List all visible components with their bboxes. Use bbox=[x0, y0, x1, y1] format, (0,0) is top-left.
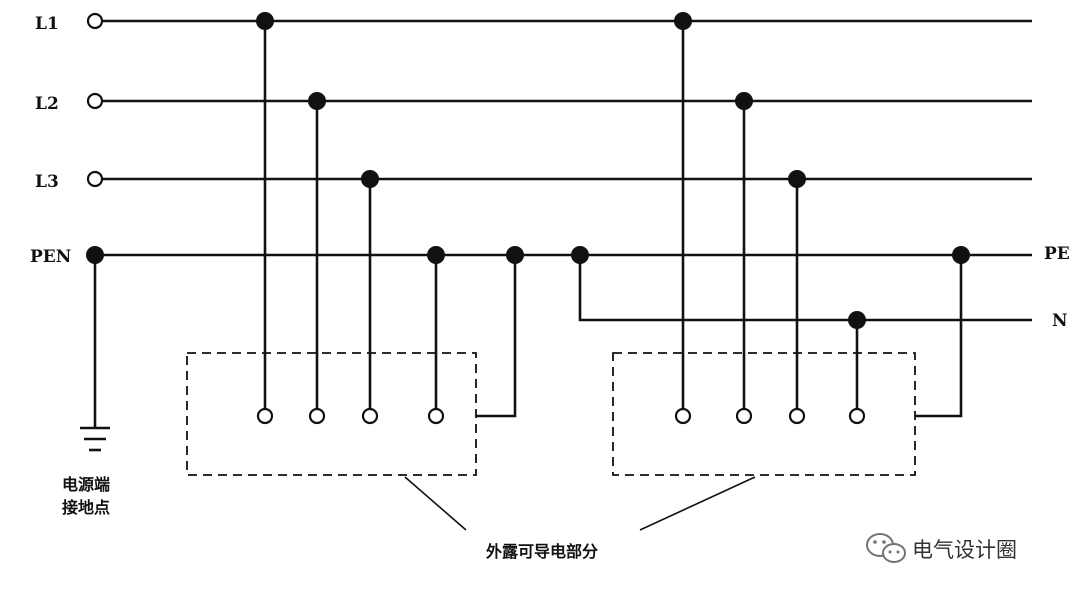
junction-eq1-l3 bbox=[361, 170, 379, 188]
junction-pen-split bbox=[571, 246, 589, 264]
source-terminal-l1 bbox=[86, 12, 104, 30]
leader-line-1 bbox=[404, 476, 467, 531]
conductor-n bbox=[578, 255, 1032, 322]
label-l1: L1 bbox=[35, 14, 59, 34]
equipment-2-connections bbox=[681, 21, 963, 418]
label-l3: L3 bbox=[35, 172, 59, 192]
junction-eq2-l3 bbox=[788, 170, 806, 188]
equipment-enclosure-1 bbox=[186, 352, 477, 476]
junction-eq1-l2 bbox=[308, 92, 326, 110]
leader-line-2 bbox=[639, 476, 756, 531]
terminal-eq2-n bbox=[848, 407, 866, 425]
junction-eq2-l1 bbox=[674, 12, 692, 30]
terminal-eq1-l1 bbox=[256, 407, 274, 425]
ground-label-line1: 电源端 bbox=[62, 475, 110, 494]
equipment-1-connections bbox=[263, 21, 517, 418]
junction-eq1-l1 bbox=[256, 12, 274, 30]
junction-eq1-enclosure-pen bbox=[506, 246, 524, 264]
source-terminal-l3 bbox=[86, 170, 104, 188]
ground-label-line2: 接地点 bbox=[62, 498, 110, 517]
equipment-enclosure-2 bbox=[612, 352, 916, 476]
label-n: N bbox=[1052, 311, 1068, 331]
source-terminal-l2 bbox=[86, 92, 104, 110]
watermark-text: 电气设计圈 bbox=[912, 538, 1017, 562]
label-pen: PEN bbox=[30, 247, 71, 267]
junction-eq2-l2 bbox=[735, 92, 753, 110]
ground-symbol-icon bbox=[80, 426, 110, 452]
label-l2: L2 bbox=[35, 94, 59, 114]
terminal-eq1-l3 bbox=[361, 407, 379, 425]
wechat-icon bbox=[866, 533, 906, 563]
junction-eq1-pen bbox=[427, 246, 445, 264]
junction-eq2-pe bbox=[952, 246, 970, 264]
terminal-eq2-l2 bbox=[735, 407, 753, 425]
terminal-eq2-l1 bbox=[674, 407, 692, 425]
terminal-eq1-pen bbox=[427, 407, 445, 425]
terminal-eq2-l3 bbox=[788, 407, 806, 425]
terminal-eq1-l2 bbox=[308, 407, 326, 425]
exposed-parts-label: 外露可导电部分 bbox=[485, 542, 598, 561]
junction-eq2-n bbox=[848, 311, 866, 329]
label-pe: PE bbox=[1044, 244, 1070, 264]
